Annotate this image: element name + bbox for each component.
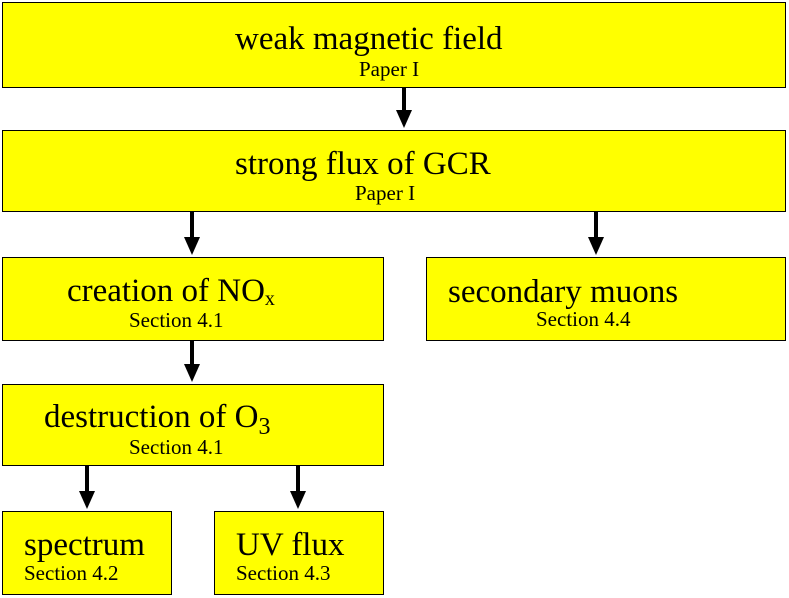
node-title-main: creation of NO [67, 273, 265, 309]
node-title: UV flux [236, 527, 345, 563]
node-reference: Section 4.2 [24, 561, 119, 585]
node-title-subscript: x [264, 288, 275, 310]
node-uv-flux: UV flux Section 4.3 [214, 511, 384, 595]
node-title: secondary muons [448, 274, 679, 310]
node-reference: Section 4.1 [129, 435, 224, 459]
node-strong-flux-gcr: strong flux of GCR Paper I [2, 130, 786, 212]
node-reference: Paper I [359, 57, 420, 81]
node-title-main: destruction of O [44, 399, 259, 435]
arrow-nox-to-ozone [184, 341, 200, 382]
node-reference: Paper I [355, 181, 416, 205]
node-title-subscript: 3 [258, 414, 271, 440]
node-secondary-muons: secondary muons Section 4.4 [426, 257, 786, 341]
arrow-weak-field-to-gcr [396, 88, 412, 128]
node-reference: Section 4.1 [129, 308, 224, 332]
node-reference: Section 4.3 [236, 561, 331, 585]
node-title: destruction of O3 [44, 399, 270, 440]
node-title: spectrum [24, 527, 145, 563]
arrow-ozone-to-spectrum [79, 466, 95, 509]
node-reference: Section 4.4 [536, 307, 631, 331]
node-creation-nox: creation of NOx Section 4.1 [2, 257, 384, 341]
arrow-gcr-to-nox [184, 212, 200, 255]
node-title: weak magnetic field [235, 21, 503, 57]
node-weak-magnetic-field: weak magnetic field Paper I [2, 2, 786, 88]
node-title: strong flux of GCR [235, 146, 491, 182]
arrow-gcr-to-muons [588, 212, 604, 255]
node-spectrum: spectrum Section 4.2 [2, 511, 172, 595]
node-destruction-o3: destruction of O3 Section 4.1 [2, 384, 384, 466]
node-title: creation of NOx [67, 273, 275, 310]
arrow-ozone-to-uv-flux [290, 466, 306, 509]
